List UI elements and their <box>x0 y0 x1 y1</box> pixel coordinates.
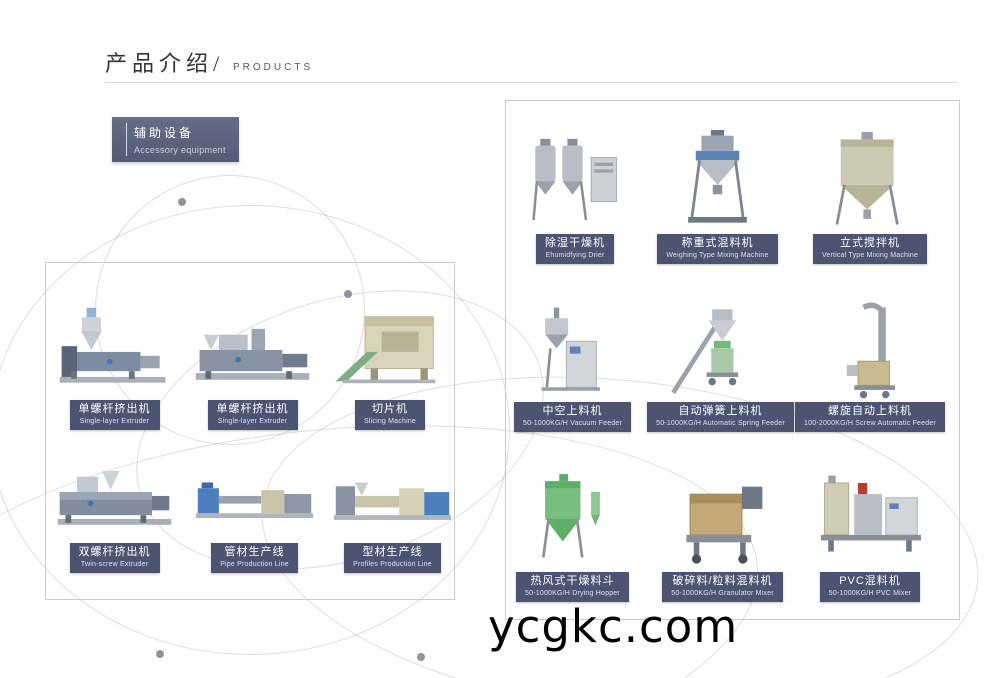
product-label: 切片机 Slicing Machine <box>354 400 426 430</box>
product-label: 热风式干燥料斗 50-1000KG/H Drying Hopper <box>516 572 629 602</box>
product-label: 双螺杆挤出机 Twin-screw Extruder <box>69 543 160 573</box>
orbit-dot <box>344 290 352 298</box>
product-card-pvc-mixer: PVC混料机 50-1000KG/H PVC Mixer <box>805 470 935 602</box>
weighing-mixer-image <box>650 130 785 234</box>
spring-feeder-image <box>648 300 793 402</box>
screw-feeder-image <box>795 300 945 402</box>
product-card-single-extruder: 单螺杆挤出机 Single-layer Extruder <box>52 300 177 430</box>
dehumidify-drier-image <box>520 130 630 234</box>
product-label: PVC混料机 50-1000KG/H PVC Mixer <box>819 572 921 602</box>
pipe-line-image <box>192 445 317 543</box>
single-extruder-2-icon <box>195 328 310 380</box>
accessory-products-panel <box>505 100 960 620</box>
product-label: 中空上料机 50-1000KG/H Vacuum Feeder <box>513 402 632 432</box>
spring-feeder-icon <box>671 309 739 394</box>
product-label: 单螺杆挤出机 Single-layer Extruder <box>207 400 298 430</box>
main-products-panel <box>45 262 455 600</box>
product-label: 单螺杆挤出机 Single-layer Extruder <box>69 400 160 430</box>
vacuum-feeder-image <box>515 300 630 402</box>
category-tag-cn: 辅助设备 <box>134 126 195 140</box>
dehumidify-drier-icon <box>532 138 617 221</box>
single-extruder-icon <box>59 307 166 383</box>
product-card-vertical-mixer: 立式搅拌机 Vertical Type Mixing Machine <box>800 130 940 264</box>
product-card-granulator-mixer: 破碎料/粒料混料机 50-1000KG/H Granulator Mixer <box>650 470 795 602</box>
drying-hopper-image <box>515 470 630 572</box>
pvc-mixer-icon <box>820 475 921 552</box>
product-card-slicing-machine: 切片机 Slicing Machine <box>330 300 450 430</box>
page-title: 产品介绍/ <box>105 51 225 76</box>
product-card-spring-feeder: 自动弹簧上料机 50-1000KG/H Automatic Spring Fee… <box>647 300 794 432</box>
product-card-vacuum-feeder: 中空上料机 50-1000KG/H Vacuum Feeder <box>513 300 632 432</box>
screw-feeder-icon <box>846 302 896 399</box>
product-label: 除湿干燥机 Ehumidfying Drier <box>536 234 614 264</box>
vertical-mixer-icon <box>835 131 899 225</box>
product-label: 自动弹簧上料机 50-1000KG/H Automatic Spring Fee… <box>647 402 794 432</box>
product-label: 破碎料/粒料混料机 50-1000KG/H Granulator Mixer <box>662 572 783 602</box>
orbit-dot <box>417 653 425 661</box>
granulator-mixer-image <box>650 470 795 572</box>
drying-hopper-icon <box>541 474 600 558</box>
product-card-screw-feeder: 螺旋自动上料机 100-2000KG/H Screw Automatic Fee… <box>795 300 945 432</box>
vacuum-feeder-icon <box>541 307 600 391</box>
profile-line-image <box>330 445 455 543</box>
slicing-machine-image <box>330 300 450 400</box>
product-card-profile-line: 型材生产线 Profiles Production Line <box>330 445 455 573</box>
granulator-mixer-icon <box>686 486 763 564</box>
product-card-twin-extruder: 双螺杆挤出机 Twin-screw Extruder <box>52 445 177 573</box>
product-card-pipe-line: 管材生产线 Pipe Production Line <box>192 445 317 573</box>
product-label: 型材生产线 Profiles Production Line <box>344 543 441 573</box>
product-label: 称重式混料机 Weighing Type Mixing Machine <box>657 234 778 264</box>
weighing-mixer-icon <box>688 130 747 223</box>
twin-extruder-icon <box>57 470 172 525</box>
orbit-dot <box>156 650 164 658</box>
category-tag-en: Accessory equipment <box>134 145 226 155</box>
product-card-drying-hopper: 热风式干燥料斗 50-1000KG/H Drying Hopper <box>515 470 630 602</box>
header-divider <box>105 82 957 83</box>
orbit-dot <box>178 198 186 206</box>
profile-line-icon <box>333 482 452 520</box>
single-extruder-image <box>52 300 177 400</box>
product-label: 管材生产线 Pipe Production Line <box>211 543 298 573</box>
product-card-single-extruder-2: 单螺杆挤出机 Single-layer Extruder <box>190 300 315 430</box>
pvc-mixer-image <box>805 470 935 572</box>
product-card-weighing-mixer: 称重式混料机 Weighing Type Mixing Machine <box>650 130 785 264</box>
product-label: 螺旋自动上料机 100-2000KG/H Screw Automatic Fee… <box>795 402 945 432</box>
product-label: 立式搅拌机 Vertical Type Mixing Machine <box>812 234 928 264</box>
vertical-mixer-image <box>800 130 940 234</box>
page-subtitle: PRODUCTS <box>233 62 314 73</box>
watermark-text: ycgkc.com <box>488 600 739 653</box>
twin-extruder-image <box>52 445 177 543</box>
pipe-line-icon <box>195 482 314 519</box>
slicing-machine-icon <box>335 316 436 384</box>
single-extruder-2-image <box>190 300 315 400</box>
product-card-dehumidify-drier: 除湿干燥机 Ehumidfying Drier <box>520 130 630 264</box>
category-tag: 辅助设备 Accessory equipment <box>112 117 239 162</box>
